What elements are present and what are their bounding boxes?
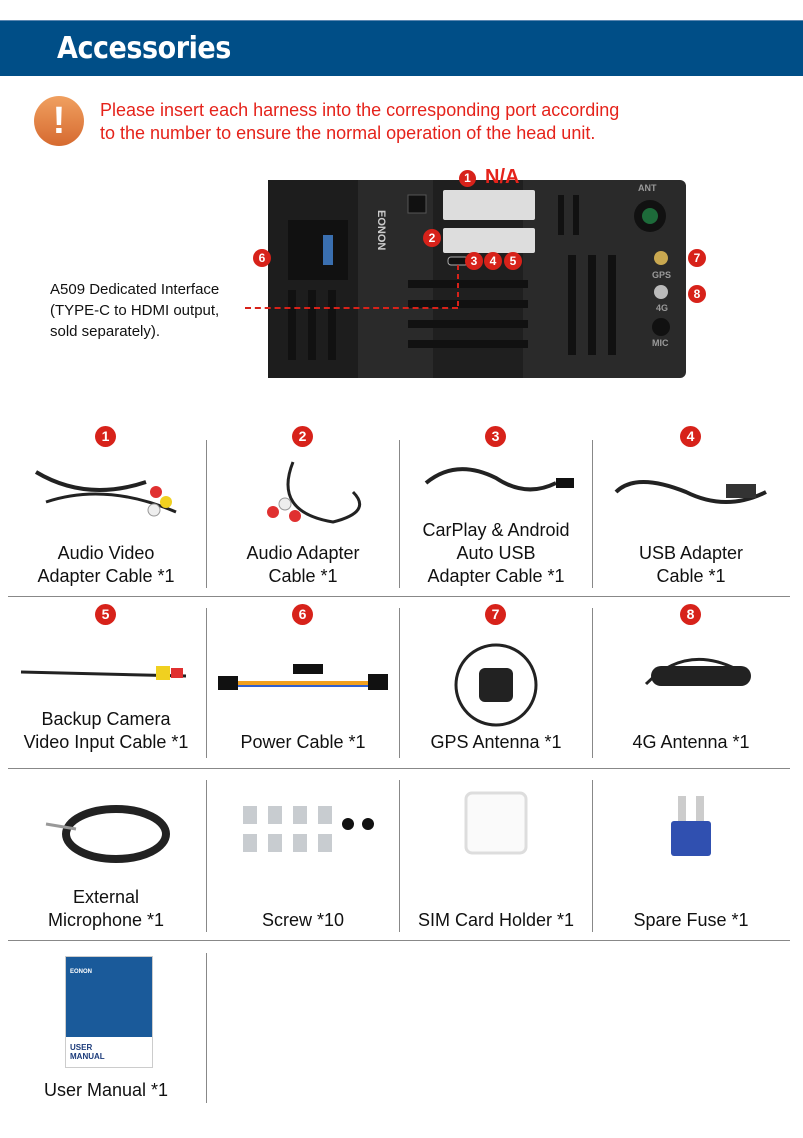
item-sim-holder: SIM Card Holder *1 <box>400 782 592 932</box>
warning-icon: ! <box>34 96 84 146</box>
caption-line: sold separately). <box>50 323 161 340</box>
item-number-badge: 8 <box>680 604 701 625</box>
head-unit-illustration: EONON <box>268 180 670 378</box>
manual-brand: EONON <box>70 969 93 975</box>
divider <box>399 440 400 588</box>
user-manual-image: EONON USER MANUAL <box>65 956 153 1068</box>
port-badge-1: 1 <box>459 170 476 187</box>
divider <box>206 440 207 588</box>
page-title: Accessories <box>57 31 231 66</box>
item-number-badge: 2 <box>292 426 313 447</box>
item-label: Microphone *1 <box>47 910 165 930</box>
item-label: Audio Video <box>57 543 155 563</box>
divider <box>592 440 593 588</box>
jack-label-ant: ANT <box>638 183 657 193</box>
item-label: Spare Fuse *1 <box>633 910 749 930</box>
port-badge-8: 8 <box>688 285 706 303</box>
item-label: Auto USB <box>456 543 536 563</box>
divider <box>399 780 400 932</box>
item-number-badge: 3 <box>485 426 506 447</box>
item-number-badge: 4 <box>680 426 701 447</box>
port-badge-7: 7 <box>688 249 706 267</box>
item-label: Backup Camera <box>41 709 171 729</box>
audio-cable-image <box>267 461 362 524</box>
svg-text:EONON: EONON <box>375 210 387 250</box>
item-label: Cable *1 <box>656 566 726 586</box>
divider <box>206 780 207 932</box>
notice-text: Please insert each harness into the corr… <box>100 99 619 145</box>
divider <box>8 768 790 769</box>
notice-line: to the number to ensure the normal opera… <box>100 123 596 143</box>
item-label: CarPlay & Android <box>422 520 570 540</box>
item-fuse: Spare Fuse *1 <box>593 782 789 932</box>
typec-caption: A509 Dedicated Interface (TYPE-C to HDMI… <box>50 279 219 342</box>
port-badge-4: 4 <box>484 252 502 270</box>
item-label: Screw *10 <box>261 910 345 930</box>
divider <box>8 596 790 597</box>
item-label: Audio Adapter <box>246 543 360 563</box>
port-badge-3: 3 <box>465 252 483 270</box>
item-number-badge: 7 <box>485 604 506 625</box>
jack-label-4g: 4G <box>656 303 669 313</box>
caption-line: A509 Dedicated Interface <box>50 281 220 298</box>
item-gps-antenna: 7 GPS Antenna *1 <box>400 604 592 754</box>
divider <box>8 940 790 941</box>
usb-cable-image <box>424 467 574 492</box>
jack-label-gps: GPS <box>652 270 672 280</box>
gps-antenna-image <box>454 643 538 727</box>
item-user-manual: EONON USER MANUAL User Manual *1 <box>8 954 204 1102</box>
divider <box>592 608 593 758</box>
port-1-note: N/A <box>485 166 520 188</box>
power-cable-image <box>218 664 388 690</box>
sim-holder-image <box>464 791 528 855</box>
header-bar: Accessories <box>0 20 803 76</box>
item-number-badge: 5 <box>95 604 116 625</box>
item-label: SIM Card Holder *1 <box>417 910 575 930</box>
port-badge-5: 5 <box>504 252 522 270</box>
divider <box>206 608 207 758</box>
port-badge-2: 2 <box>423 229 441 247</box>
notice-line: Please insert each harness into the corr… <box>100 100 620 120</box>
item-label: Adapter Cable *1 <box>427 566 565 586</box>
head-unit-rear-image: EONON <box>268 180 686 378</box>
port-badge-6: 6 <box>253 249 271 267</box>
divider <box>592 780 593 932</box>
leader-line <box>245 307 458 309</box>
item-label: External <box>72 887 140 907</box>
divider <box>206 953 207 1103</box>
divider <box>399 608 400 758</box>
item-label: Power Cable *1 <box>240 732 366 752</box>
item-label: Cable *1 <box>268 566 338 586</box>
usb-adapter-image <box>614 480 767 504</box>
av-cable-image <box>34 470 177 517</box>
4g-antenna-image <box>644 657 751 686</box>
fuse-image <box>671 796 711 856</box>
item-screws: Screw *10 <box>207 782 399 932</box>
camera-cable-image <box>20 666 187 680</box>
item-label: 4G Antenna *1 <box>632 732 750 752</box>
item-label: User Manual *1 <box>43 1080 169 1100</box>
item-number-badge: 6 <box>292 604 313 625</box>
manual-title: USER MANUAL <box>70 1043 105 1061</box>
screws-image <box>243 806 374 852</box>
item-label: Adapter Cable *1 <box>37 566 175 586</box>
item-label: USB Adapter <box>638 543 744 563</box>
microphone-image <box>45 805 170 863</box>
item-power-cable: 6 Power Cable *1 <box>207 604 399 754</box>
item-number-badge: 1 <box>95 426 116 447</box>
item-label: Video Input Cable *1 <box>23 732 189 752</box>
item-label: GPS Antenna *1 <box>430 732 562 752</box>
caption-line: (TYPE-C to HDMI output, <box>50 302 220 319</box>
item-4g-antenna: 8 4G Antenna *1 <box>593 604 789 754</box>
jack-label-mic: MIC <box>652 338 669 348</box>
